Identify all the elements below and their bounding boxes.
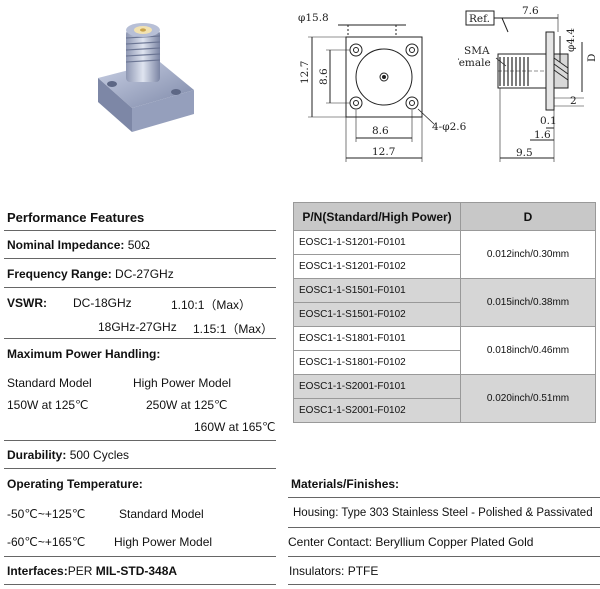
- impedance-label: Nominal Impedance:: [7, 238, 125, 252]
- durability-value: 500 Cycles: [69, 448, 130, 462]
- power-label: Maximum Power Handling:: [7, 347, 161, 361]
- materials-contact: Center Contact: Beryllium Copper Plated …: [288, 535, 534, 549]
- power-high-label: High Power Model: [133, 376, 232, 390]
- divider: [288, 527, 600, 528]
- part-number: EOSC1-1-S2001-F0101: [293, 374, 461, 399]
- part-number: EOSC1-1-S2001-F0102: [293, 398, 461, 423]
- table-header-d: D: [460, 202, 596, 231]
- frequency-row: Frequency Range: DC-27GHz: [7, 267, 174, 281]
- interfaces-prefix: PER: [67, 564, 96, 578]
- frequency-label: Frequency Range:: [7, 267, 112, 281]
- vswr-row1-value: 1.10:1（Max）: [171, 298, 252, 312]
- temperature-label: Operating Temperature:: [7, 477, 143, 491]
- divider: [4, 440, 276, 441]
- divider: [4, 230, 276, 231]
- vswr-row2-range: 18GHz-27GHz: [98, 320, 177, 334]
- table-row: EOSC1-1-S1501-F0101 0.015inch/0.38mm: [293, 278, 596, 327]
- dim-holes: 4-φ2.6: [432, 121, 467, 133]
- divider: [4, 584, 276, 585]
- dim-16: 1.6: [534, 129, 551, 141]
- table-row: EOSC1-1-S1801-F0101 0.018inch/0.46mm: [293, 326, 596, 375]
- temperature-row1-model: Standard Model: [119, 507, 204, 521]
- ref-label: Ref.: [469, 13, 490, 25]
- power-standard-value: 150W at 125℃: [7, 398, 89, 412]
- part-number: EOSC1-1-S1801-F0102: [293, 350, 461, 375]
- divider: [4, 287, 276, 288]
- d-value: 0.012inch/0.30mm: [460, 230, 596, 279]
- dim-01: 0.1: [540, 115, 557, 127]
- d-value: 0.018inch/0.46mm: [460, 326, 596, 375]
- temperature-row1-range: -50℃~+125℃: [7, 507, 86, 521]
- vswr-row1-range: DC-18GHz: [73, 296, 132, 310]
- table-row: EOSC1-1-S1201-F0101 0.012inch/0.30mm: [293, 230, 596, 279]
- dim-width-outer: 12.7: [372, 146, 395, 158]
- table-row: EOSC1-1-S2001-F0101 0.020inch/0.51mm: [293, 374, 596, 423]
- vswr-label: VSWR:: [7, 296, 47, 310]
- female-label: Female: [458, 57, 491, 69]
- label-d: D: [586, 54, 598, 62]
- power-standard-label: Standard Model: [7, 376, 92, 390]
- part-number: EOSC1-1-S1501-F0101: [293, 278, 461, 303]
- materials-insulators: Insulators: PTFE: [289, 564, 379, 578]
- performance-title: Performance Features: [7, 210, 145, 225]
- power-high-value-2: 160W at 165℃: [194, 420, 276, 434]
- part-number: EOSC1-1-S1201-F0102: [293, 254, 461, 279]
- dim-height-inner: 8.6: [318, 68, 330, 85]
- connector-photo: [98, 23, 194, 132]
- frequency-value: DC-27GHz: [115, 267, 174, 281]
- side-view-drawing: Ref. 7.6 φ4.4 D SMA Female 2 0.1 1.6 9.5: [458, 5, 598, 162]
- dim-width-inner: 8.6: [372, 125, 389, 137]
- sma-label: SMA: [464, 45, 490, 57]
- divider: [288, 584, 600, 585]
- table-row: EOSC1-1-S1501-F0102: [293, 302, 596, 327]
- temperature-row2-range: -60℃~+165℃: [7, 535, 86, 549]
- top-view-drawing: φ15.8 12.7 8.6 4-φ2.6 8.6 12.7: [298, 12, 467, 162]
- dim-2: 2: [570, 95, 577, 107]
- durability-label: Durability:: [7, 448, 67, 462]
- part-number: EOSC1-1-S1201-F0101: [293, 230, 461, 255]
- dim-phi: φ4.4: [565, 28, 577, 52]
- dim-top: 7.6: [522, 5, 539, 17]
- divider: [288, 497, 600, 498]
- divider: [4, 258, 276, 259]
- part-number: EOSC1-1-S1801-F0101: [293, 326, 461, 351]
- power-high-value-1: 250W at 125℃: [146, 398, 228, 412]
- table-row: EOSC1-1-S1201-F0102: [293, 254, 596, 279]
- d-value: 0.015inch/0.38mm: [460, 278, 596, 327]
- divider: [288, 556, 600, 557]
- materials-title: Materials/Finishes:: [291, 477, 400, 491]
- interfaces-row: Interfaces:PER MIL-STD-348A: [7, 564, 177, 578]
- table-row: EOSC1-1-S2001-F0102: [293, 398, 596, 423]
- part-number: EOSC1-1-S1501-F0102: [293, 302, 461, 327]
- divider: [4, 556, 276, 557]
- materials-housing: Housing: Type 303 Stainless Steel - Poli…: [293, 507, 593, 519]
- impedance-value: 50Ω: [127, 238, 151, 252]
- temperature-row2-model: High Power Model: [114, 535, 213, 549]
- interfaces-value: MIL-STD-348A: [95, 564, 178, 578]
- impedance-row: Nominal Impedance: 50Ω: [7, 238, 150, 252]
- durability-row: Durability: 500 Cycles: [7, 448, 129, 462]
- dim-95: 9.5: [516, 147, 533, 159]
- d-value: 0.020inch/0.51mm: [460, 374, 596, 423]
- table-row: EOSC1-1-S1801-F0102: [293, 350, 596, 375]
- dim-height-left: 12.7: [299, 61, 311, 84]
- divider: [4, 338, 276, 339]
- part-number-table: P/N(Standard/High Power) D EOSC1-1-S1201…: [293, 202, 596, 423]
- interfaces-label: Interfaces:: [7, 564, 68, 578]
- table-header-pn: P/N(Standard/High Power): [293, 202, 461, 231]
- dim-diameter-outer: φ15.8: [298, 12, 329, 24]
- vswr-row2-value: 1.15:1（Max）: [193, 322, 274, 336]
- divider: [4, 468, 276, 469]
